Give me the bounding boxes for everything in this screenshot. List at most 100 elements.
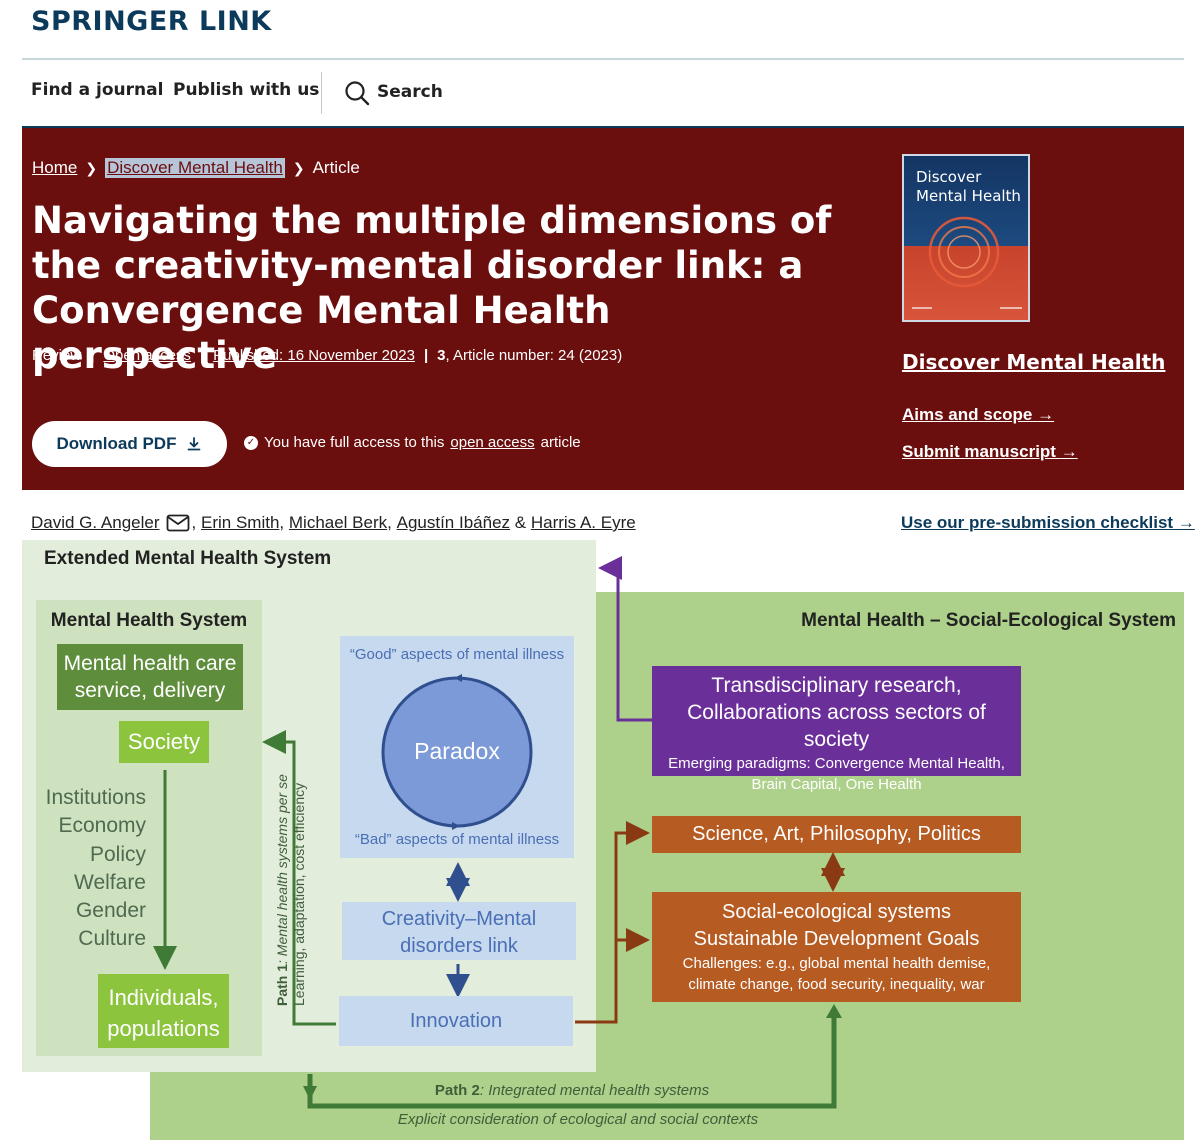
article-number: , Article number: 24 (2023): [445, 347, 623, 364]
individuals-box: [98, 974, 229, 1048]
society-box: [119, 721, 209, 763]
creativity-line-2: disorders link: [400, 935, 518, 957]
download-pdf-button[interactable]: Download PDF: [32, 421, 227, 467]
care-label: Mental health care service, delivery: [57, 650, 243, 704]
nav-separator: [321, 72, 322, 114]
creativity-box: [342, 902, 576, 960]
springer-link-logo[interactable]: SPRINGER LINK: [31, 6, 272, 37]
creativity-label: Creativity–Mental disorders link: [342, 906, 576, 960]
article-meta: Review | Open access | Published: 16 Nov…: [32, 347, 623, 364]
arrow-right-icon: →: [1060, 442, 1078, 461]
article-figure: Extended Mental Health System Mental Hea…: [22, 540, 1184, 1140]
paradox-label: Paradox: [414, 738, 500, 764]
social-eco-system-label: Mental Health – Social-Ecological System: [801, 610, 1176, 631]
open-access-link[interactable]: Open access: [103, 347, 191, 364]
main-nav: Find a journal Publish with us Search: [22, 60, 1184, 126]
checkmark-icon: ✓: [244, 435, 258, 450]
cover-title: Discover Mental Health: [916, 168, 1021, 205]
volume-number: 3: [437, 347, 446, 364]
care-line-1: Mental health care: [63, 652, 237, 675]
volume-info: 3, Article number: 24 (2023): [437, 347, 622, 364]
search-icon[interactable]: [344, 80, 370, 106]
aims-scope-link[interactable]: Aims and scope →: [902, 405, 1054, 425]
figure-diagram: [22, 540, 1184, 1140]
soc-line-4: climate change, food security, inequalit…: [688, 976, 985, 993]
social-ecological-label: Social-ecological systems Sustainable De…: [652, 899, 1021, 995]
author-link[interactable]: Erin Smith: [200, 513, 280, 532]
factor-economy: Economy: [58, 814, 146, 838]
science-label: Science, Art, Philosophy, Politics: [692, 823, 981, 845]
individuals-line-2: populations: [107, 1016, 220, 1041]
mh-system-label: Mental Health System: [50, 610, 248, 631]
good-aspects-label: “Good” aspects of mental illness: [349, 646, 565, 663]
arrow-right-icon: →: [1037, 405, 1055, 424]
innovation-label: Innovation: [409, 1010, 503, 1032]
breadcrumb-article: Article: [312, 158, 360, 177]
path1-title: Path 1: [274, 963, 290, 1006]
factor-gender: Gender: [75, 899, 146, 923]
breadcrumb-journal[interactable]: Discover Mental Health: [105, 158, 285, 178]
author-link[interactable]: Harris A. Eyre: [530, 513, 636, 532]
article-type: Review: [32, 347, 82, 364]
trans-line-4: Brain Capital, One Health: [751, 776, 922, 793]
checklist-label: Use our pre-submission checklist: [901, 513, 1174, 532]
breadcrumb-home[interactable]: Home: [32, 158, 78, 177]
trans-line-2: Collaborations across sectors of society: [687, 701, 986, 751]
transdisciplinary-label: Transdisciplinary research, Collaboratio…: [652, 672, 1021, 795]
path1-heading: Path 1: Mental health systems per se: [274, 746, 291, 1006]
cover-swirl-graphic: [912, 216, 1022, 309]
path2-sub: Explicit consideration of ecological and…: [397, 1111, 759, 1128]
soc-line-1: Social-ecological systems: [722, 901, 951, 923]
article-header-banner: Home ❯ Discover Mental Health ❯ Article …: [22, 126, 1184, 490]
factor-welfare: Welfare: [74, 870, 146, 894]
factor-policy: Policy: [89, 842, 146, 866]
extended-system-label: Extended Mental Health System: [44, 548, 332, 569]
download-icon: [188, 437, 201, 451]
social-factors-list: Institutions Economy Policy Welfare Gend…: [42, 784, 146, 954]
author-link[interactable]: Michael Berk: [288, 513, 388, 532]
society-label: Society: [127, 729, 201, 754]
access-note-prefix: You have full access to this: [264, 434, 445, 451]
path2-label: Path 2: Integrated mental health systems: [322, 1082, 822, 1099]
author-link[interactable]: Agustín Ibáñez: [396, 513, 511, 532]
soc-line-2: Sustainable Development Goals: [693, 928, 980, 950]
care-box: [57, 644, 243, 710]
chevron-right-icon: ❯: [85, 159, 98, 176]
path1-label: Path 1: Mental health systems per se Lea…: [274, 746, 308, 1006]
download-pdf-label: Download PDF: [56, 434, 177, 453]
factor-institutions: Institutions: [45, 786, 146, 809]
bad-aspects-label: “Bad” aspects of mental illness: [354, 831, 560, 848]
email-icon[interactable]: [166, 514, 190, 532]
innovation-box: [339, 996, 573, 1046]
soc-line-3: Challenges: e.g., global mental health d…: [682, 955, 991, 972]
individuals-line-1: Individuals,: [108, 985, 219, 1010]
journal-cover-image[interactable]: Discover Mental Health: [902, 154, 1030, 322]
access-note-suffix: article: [540, 434, 581, 451]
social-ecological-box: [652, 892, 1021, 1002]
breadcrumb: Home ❯ Discover Mental Health ❯ Article: [32, 158, 360, 178]
factor-culture: Culture: [78, 927, 146, 951]
care-line-2: service, delivery: [74, 679, 226, 702]
access-note-open-access-link[interactable]: open access: [450, 434, 535, 451]
chevron-right-icon: ❯: [292, 159, 305, 176]
transdisciplinary-box: [652, 666, 1021, 776]
find-journal-link[interactable]: Find a journal: [31, 80, 164, 100]
submit-manuscript-link[interactable]: Submit manuscript →: [902, 442, 1078, 462]
individuals-label: Individuals, populations: [98, 982, 229, 1044]
journal-name-link[interactable]: Discover Mental Health: [902, 350, 1166, 374]
path1-text: : Mental health systems per se: [274, 774, 290, 964]
pre-submission-checklist-link[interactable]: Use our pre-submission checklist →: [901, 513, 1195, 532]
author-link[interactable]: David G. Angeler: [31, 513, 160, 532]
trans-line-3: Emerging paradigms: Convergence Mental H…: [668, 755, 1005, 772]
header-divider: [22, 58, 1184, 60]
path2-text: : Integrated mental health systems: [479, 1082, 710, 1099]
author-list: David G. Angeler , Erin Smith , Michael …: [31, 513, 636, 532]
article-title: Navigating the multiple dimensions of th…: [32, 199, 832, 377]
path1-sub: Learning, adaptation, cost efficiency: [291, 782, 307, 1006]
search-button[interactable]: Search: [377, 82, 443, 102]
publish-with-us-link[interactable]: Publish with us: [173, 80, 320, 100]
trans-line-1: Transdisciplinary research,: [711, 674, 962, 697]
path2-title: Path 2: [434, 1082, 480, 1099]
published-date-link[interactable]: Published: 16 November 2023: [213, 347, 415, 364]
access-note: ✓ You have full access to this open acce…: [244, 434, 581, 451]
